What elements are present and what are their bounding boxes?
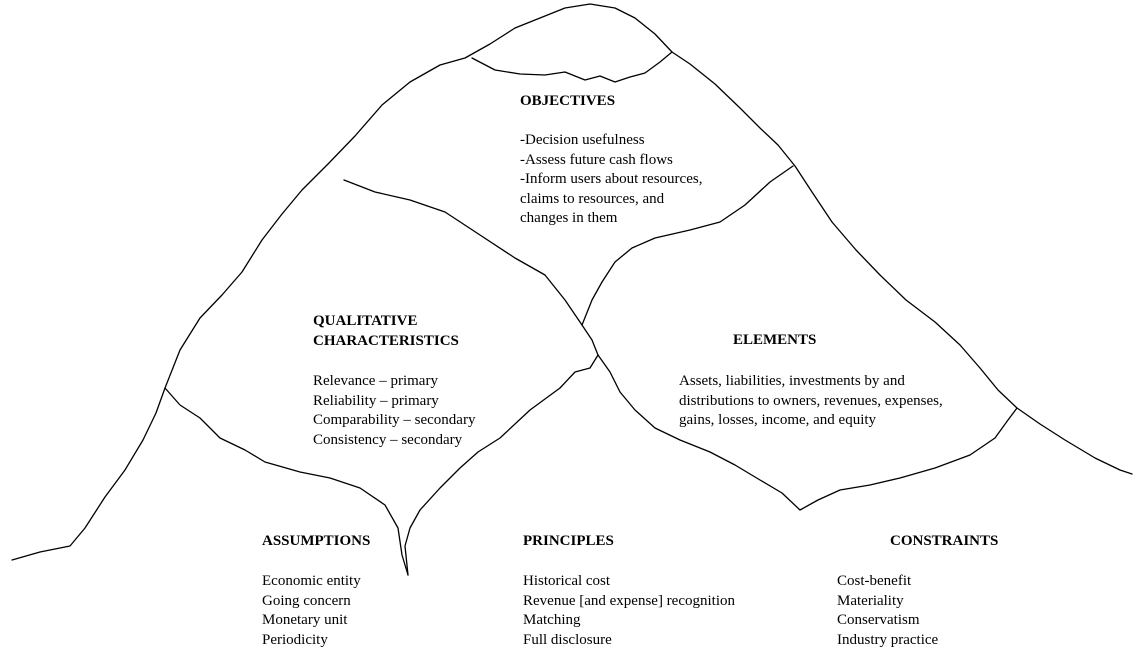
constraints-title: CONSTRAINTS (890, 533, 999, 549)
qualitative-item: Comparability – secondary (313, 412, 476, 428)
principles-title: PRINCIPLES (523, 533, 614, 549)
qualitative-bottom-line (164, 387, 409, 576)
qualitative-item: Reliability – primary (313, 392, 439, 409)
constraints-item: Materiality (837, 592, 904, 609)
objectives-title: OBJECTIVES (520, 93, 616, 109)
qualitative-item: Consistency – secondary (313, 431, 463, 448)
objectives-item: -Assess future cash flows (520, 151, 673, 168)
objectives-item: -Decision usefulness (520, 132, 645, 148)
principles-block: PRINCIPLES (523, 532, 614, 552)
qualitative-block: QUALITATIVE CHARACTERISTICS (313, 312, 459, 351)
principles-item: Matching (523, 612, 581, 628)
qualitative-title-line2: CHARACTERISTICS (313, 332, 459, 349)
objectives-boundary-left (343, 179, 583, 326)
elements-title: ELEMENTS (733, 332, 817, 348)
constraints-item: Cost-benefit (837, 573, 912, 589)
constraints-block: CONSTRAINTS (890, 532, 998, 552)
objectives-item: claims to resources, and (520, 190, 665, 207)
principles-list: Historical cost Revenue [and expense] re… (523, 572, 735, 650)
assumptions-item: Economic entity (262, 573, 361, 589)
principles-item: Revenue [and expense] recognition (523, 592, 735, 609)
qualitative-boundary (404, 324, 599, 576)
principles-item: Historical cost (523, 573, 611, 589)
assumptions-title: ASSUMPTIONS (262, 533, 371, 549)
elements-line: distributions to owners, revenues, expen… (679, 392, 943, 409)
principles-item: Full disclosure (523, 631, 612, 648)
qualitative-item: Relevance – primary (313, 373, 438, 389)
constraints-item: Industry practice (837, 631, 939, 648)
assumptions-item: Going concern (262, 592, 351, 609)
elements-line: gains, losses, income, and equity (679, 412, 877, 428)
elements-boundary (597, 354, 1018, 511)
assumptions-item: Monetary unit (262, 612, 348, 628)
assumptions-block: ASSUMPTIONS (262, 532, 370, 552)
elements-block: ELEMENTS (733, 331, 816, 351)
objectives-item: changes in them (520, 210, 618, 226)
objectives-boundary-right (581, 165, 794, 326)
constraints-list: Cost-benefit Materiality Conservatism In… (837, 572, 938, 650)
constraints-item: Conservatism (837, 612, 920, 628)
qualitative-title-line1: QUALITATIVE (313, 313, 418, 329)
mountain-outline (11, 3, 1133, 561)
elements-line: Assets, liabilities, investments by and (679, 373, 905, 389)
objectives-block: OBJECTIVES (520, 92, 615, 112)
snowcap-line (471, 51, 673, 83)
assumptions-list: Economic entity Going concern Monetary u… (262, 572, 361, 650)
assumptions-item: Periodicity (262, 631, 328, 648)
elements-description: Assets, liabilities, investments by and … (679, 372, 943, 431)
objectives-list: -Decision usefulness -Assess future cash… (520, 131, 702, 229)
qualitative-list: Relevance – primary Reliability – primar… (313, 372, 475, 450)
objectives-item: -Inform users about resources, (520, 171, 703, 187)
